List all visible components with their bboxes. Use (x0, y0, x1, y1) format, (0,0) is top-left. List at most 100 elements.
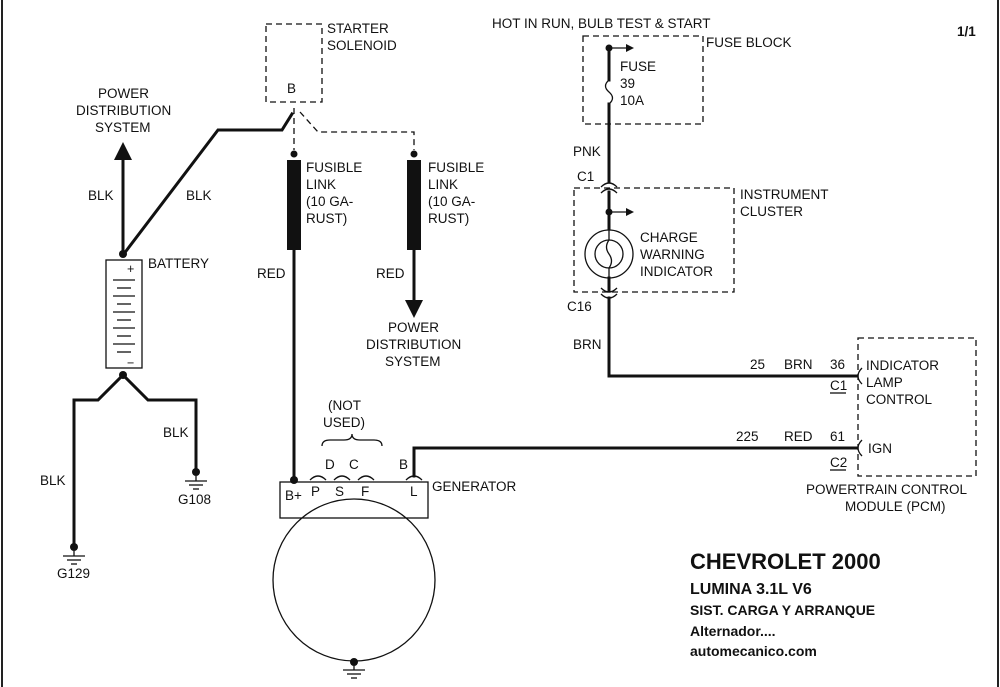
fuse-block-header: HOT IN RUN, BULB TEST & START (492, 16, 711, 31)
ground-symbol-g129 (63, 543, 85, 565)
battery-plus: + (127, 262, 134, 276)
charge-lamp-filament (605, 230, 613, 278)
ground-symbol-g108 (185, 468, 207, 490)
fusible-left-2: LINK (306, 177, 336, 192)
gen-term-d: D (325, 457, 335, 472)
ground-label-g129: G129 (57, 566, 90, 581)
fusible-link-right (407, 160, 421, 250)
cluster-c16-arc (600, 287, 618, 293)
pcm-box (857, 337, 977, 477)
charge-label-2: WARNING (640, 247, 705, 262)
fuse-label-3: 10A (620, 93, 644, 108)
pcm-indicator-3: CONTROL (866, 392, 932, 407)
fuse-hot-arrow (626, 44, 634, 52)
pcm-pin61-arc (857, 439, 863, 457)
pcm-conn-c2: C2 (830, 455, 847, 470)
fusible-left-top-dot (290, 150, 298, 158)
cluster-c1-arc-2 (600, 188, 618, 194)
power-dist-left-2: DISTRIBUTION (76, 103, 171, 118)
title-line-1: CHEVROLET 2000 (690, 549, 881, 574)
gen-term-b: B (399, 457, 408, 472)
solenoid-right-dash (299, 111, 415, 150)
fuse-block-box (582, 35, 704, 125)
red-wire-pcm (412, 446, 858, 478)
power-dist-center-3: SYSTEM (385, 354, 441, 369)
power-dist-center-2: DISTRIBUTION (366, 337, 461, 352)
instrument-cluster-box (573, 187, 735, 293)
brn-wire (607, 296, 858, 378)
wire-label-red-left: RED (257, 266, 286, 281)
fuse-label-1: FUSE (620, 59, 656, 74)
gen-connector-arcs (309, 475, 423, 481)
fusible-left-3: (10 GA- (306, 194, 353, 209)
ground-symbol-generator (343, 658, 365, 679)
pcm-pin-36: 36 (830, 357, 845, 372)
cluster-label-2: CLUSTER (740, 204, 803, 219)
page-number: 1/1 (957, 24, 976, 39)
charge-label-3: INDICATOR (640, 264, 713, 279)
gen-bplus-dot (290, 476, 298, 484)
fusible-left-4: RUST) (306, 211, 347, 226)
title-line-4: Alternador.... (690, 623, 776, 639)
generator-body (272, 498, 436, 662)
wire-label-brn: BRN (573, 337, 602, 352)
wire-label-blk-g129: BLK (40, 473, 66, 488)
pcm-pin-61: 61 (830, 429, 845, 444)
battery-cells (113, 279, 135, 353)
wire-num-225: 225 (736, 429, 759, 444)
gen-term-c: C (349, 457, 359, 472)
fusible-right-3: (10 GA- (428, 194, 475, 209)
wire-label-blk-solenoid: BLK (186, 188, 212, 203)
ground-label-g108: G108 (178, 492, 211, 507)
gen-term-s: S (335, 484, 344, 499)
gen-term-p: P (311, 484, 320, 499)
pcm-indicator-1: INDICATOR (866, 358, 939, 373)
gen-term-bplus: B+ (285, 488, 302, 503)
pcm-indicator-2: LAMP (866, 375, 903, 390)
title-line-3: SIST. CARGA Y ARRANQUE (690, 602, 875, 618)
starter-solenoid-label-2: SOLENOID (327, 38, 397, 53)
cluster-c1-arc (600, 182, 618, 188)
starter-solenoid-box (265, 23, 323, 103)
fuse-block-label: FUSE BLOCK (706, 35, 792, 50)
generator-label: GENERATOR (432, 479, 517, 494)
fusible-left-1: FUSIBLE (306, 160, 362, 175)
fuse-39-symbol (604, 79, 614, 105)
generator-terminal-block (279, 481, 429, 519)
pcm-conn-c1: C1 (830, 378, 847, 393)
pcm-ign: IGN (868, 441, 892, 456)
power-dist-left-1: POWER (98, 86, 149, 101)
pcm-label-2: MODULE (PCM) (845, 499, 946, 514)
battery-label: BATTERY (148, 256, 209, 271)
wire-label-pnk: PNK (573, 144, 601, 159)
wire-label-blk-g108: BLK (163, 425, 189, 440)
power-dist-arrow-up (114, 142, 132, 160)
not-used-brace (321, 433, 383, 447)
wire-num-25: 25 (750, 357, 765, 372)
cluster-label-1: INSTRUMENT (740, 187, 829, 202)
wire-label-blk-up: BLK (88, 188, 114, 203)
starter-solenoid-label-1: STARTER (327, 21, 389, 36)
wire-label-red-pcm: RED (784, 429, 813, 444)
fusible-right-1: FUSIBLE (428, 160, 484, 175)
not-used-2: USED) (323, 415, 365, 430)
battery-plus-junction (119, 250, 127, 258)
starter-solenoid-terminal: B (287, 81, 296, 96)
fusible-right-4: RUST) (428, 211, 469, 226)
cluster-conn-c1: C1 (577, 169, 594, 184)
cluster-branch-arrow (626, 208, 634, 216)
wire-label-brn-pcm: BRN (784, 357, 813, 372)
fuse-label-2: 39 (620, 76, 635, 91)
power-dist-center-1: POWER (388, 320, 439, 335)
gen-term-l: L (410, 484, 418, 499)
fusible-right-2: LINK (428, 177, 458, 192)
gen-term-f: F (361, 484, 369, 499)
blk-wire-g108 (120, 372, 198, 472)
power-dist-left-3: SYSTEM (95, 120, 151, 135)
battery-minus: − (127, 356, 134, 370)
fusible-link-left (287, 160, 301, 250)
power-dist-arrow-down (405, 300, 423, 318)
cluster-conn-c16: C16 (567, 299, 592, 314)
